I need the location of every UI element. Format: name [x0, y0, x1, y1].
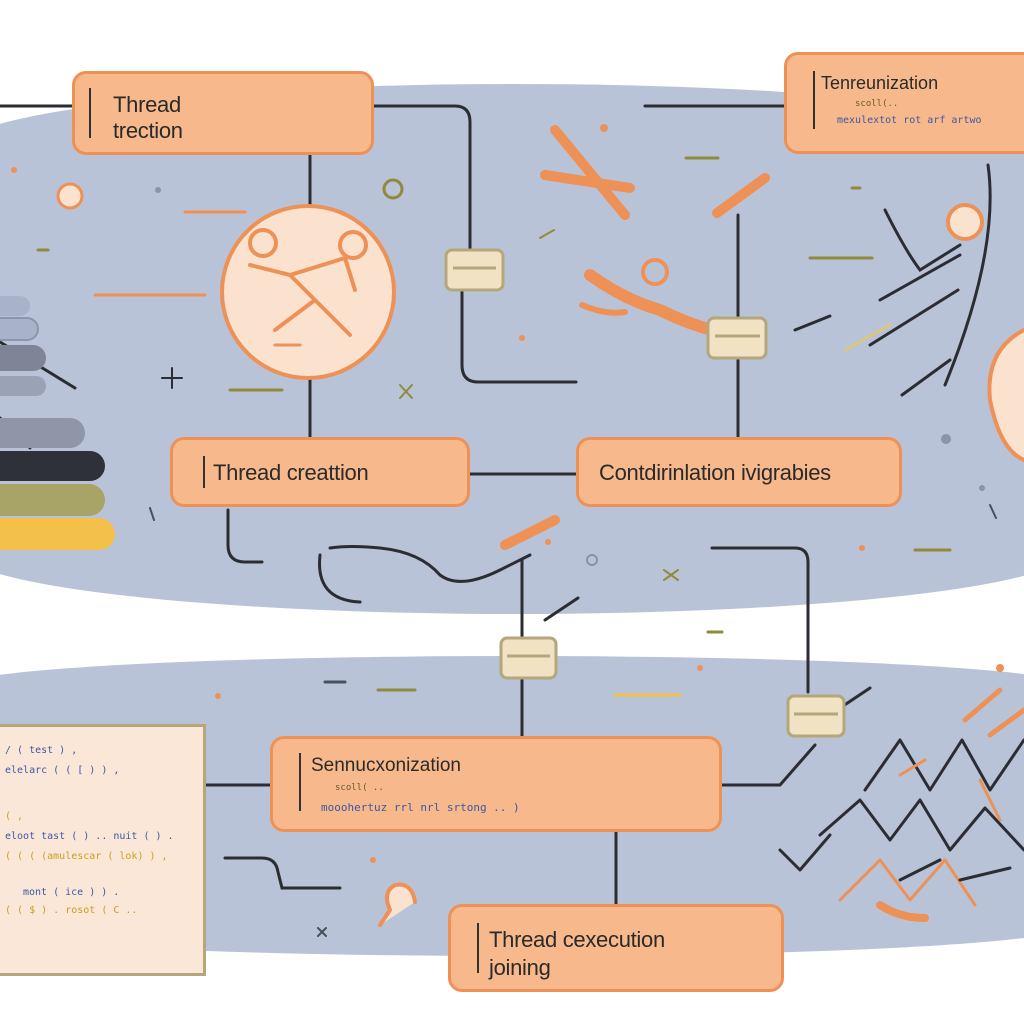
connector-traction-right: [358, 104, 472, 252]
thread-traction-node[interactable]: Thread trection: [72, 71, 374, 155]
thread-traction-line1: Thread: [113, 92, 181, 117]
code-line: ( ,: [5, 811, 24, 822]
connector-right-down: [710, 546, 810, 694]
node-marker: [299, 753, 301, 811]
connector-sync-right: [718, 743, 817, 787]
synchronization-node[interactable]: Sennucxonization scoll( .. mooohertuz rr…: [270, 736, 722, 832]
connector-chips: [444, 248, 846, 738]
synchronization-code-small: scoll( ..: [335, 783, 384, 793]
connector-wave: [328, 545, 532, 583]
top-right-code: mexulextot rot arf artwo: [837, 115, 982, 126]
thread-traction-line2: trection: [113, 118, 183, 143]
top-right-node[interactable]: Tenreunization scoll(.. mexulextot rot a…: [784, 52, 1024, 154]
connector-creation-down: [226, 508, 264, 564]
thread-execution-line2: joining: [489, 955, 551, 980]
stacked-bars-illustration: [0, 296, 115, 550]
thread-creation-title: Thread creattion: [213, 460, 369, 485]
code-line: elelarc ( ( [ ) ) ,: [5, 765, 120, 776]
top-right-title: Tenreunization: [821, 73, 939, 93]
code-snippet-panel: / ( test ) , elelarc ( ( [ ) ) , ( , elo…: [0, 724, 206, 976]
code-line: eloot tast ( ) .. nuit ( ) .: [5, 831, 174, 842]
figure-right-arm: [883, 208, 962, 273]
zigzag-waves: [778, 687, 1024, 907]
figure-right-curve: [943, 163, 992, 387]
thread-execution-line1: Thread cexecution: [489, 927, 665, 952]
node-marker: [477, 923, 479, 973]
code-line: ( ( $ ) . rosot ( C ..: [5, 905, 138, 916]
node-marker: [813, 71, 815, 129]
decorative-marks: [11, 124, 1004, 937]
code-line: ( ( ( (amulescar ( lok) ) ,: [5, 851, 168, 862]
conditional-variables-node[interactable]: Contdirinlation ivigrabies: [576, 437, 902, 507]
connector-middle-down: [460, 288, 578, 384]
figure-right-strokes: [793, 253, 962, 397]
synchronization-title: Sennucxonization: [311, 755, 461, 776]
node-marker: [89, 88, 91, 138]
swimmer-illustration: [378, 125, 1024, 927]
thread-creation-node[interactable]: Thread creattion: [170, 437, 470, 507]
synchronization-code: mooohertuz rrl nrl srtong .. ): [321, 801, 520, 814]
background-band-top: [0, 84, 1024, 614]
conditional-variables-title: Contdirinlation ivigrabies: [599, 460, 831, 485]
code-line: mont ( ice ) ) .: [23, 887, 120, 898]
connector-tick-mid: [543, 596, 580, 622]
node-marker: [203, 456, 205, 488]
top-right-code-small: scoll(..: [855, 99, 899, 109]
thread-execution-node[interactable]: Thread cexecution joining: [448, 904, 784, 992]
code-line: / ( test ) ,: [5, 745, 78, 756]
figure-circle-illustration: [220, 204, 396, 380]
connector-bottom-squiggle: [223, 856, 342, 890]
connector-curl: [318, 553, 362, 604]
